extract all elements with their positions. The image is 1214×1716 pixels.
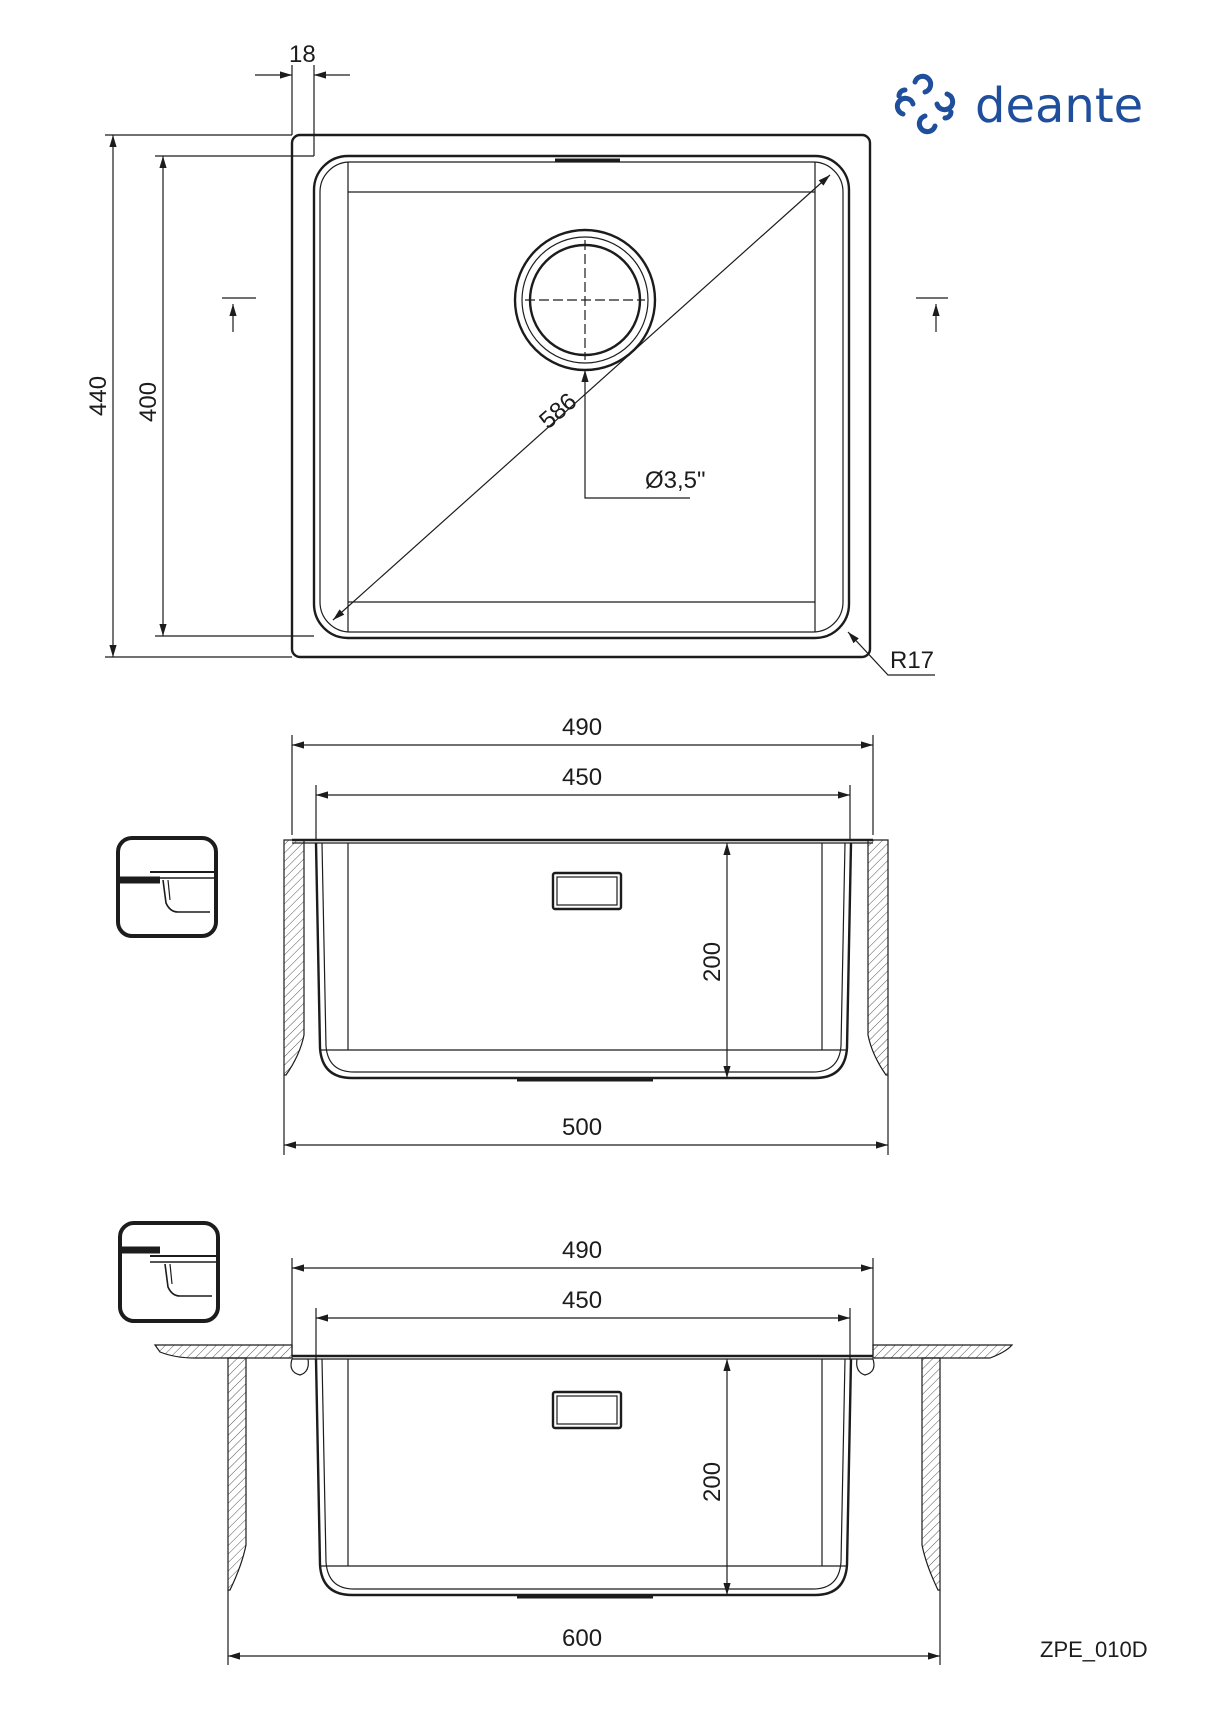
sink-outer-rim xyxy=(290,133,872,659)
flush-depth-label: 200 xyxy=(699,1462,726,1502)
undermount-depth-label: 200 xyxy=(699,942,726,982)
drain-hole xyxy=(513,228,657,372)
undermount-outer-width-label: 490 xyxy=(562,714,602,741)
cabinet-wall-left-flush xyxy=(227,1357,247,1591)
outer-depth-label: 440 xyxy=(85,376,112,416)
top-view: 586 Ø3,5" R17 18 440 400 xyxy=(85,41,948,676)
sink-bowl-inner xyxy=(319,161,844,633)
undermount-view: 490 450 200 500 xyxy=(116,714,889,1155)
undermount-sink-section xyxy=(292,838,873,1082)
countertop-right xyxy=(872,1344,1014,1359)
brand-logo: deante xyxy=(894,73,1143,135)
drain-diameter-label: Ø3,5" xyxy=(645,467,706,494)
flush-sink-section xyxy=(290,1354,875,1599)
cabinet-wall-right-flush xyxy=(921,1357,941,1591)
flush-inner-width-label: 450 xyxy=(562,1287,602,1314)
corner-radius-label: R17 xyxy=(890,647,934,674)
diagonal-label: 586 xyxy=(534,388,582,435)
undermount-inner-width-label: 450 xyxy=(562,764,602,791)
section-marker-left xyxy=(222,297,256,332)
section-marker-right xyxy=(916,297,948,332)
inner-depth-label: 400 xyxy=(135,382,162,422)
drawing-code: ZPE_010D xyxy=(1040,1637,1148,1662)
flush-outer-width-label: 490 xyxy=(562,1237,602,1264)
deante-logo-icon xyxy=(894,73,956,135)
undermount-install-icon xyxy=(116,836,218,938)
flush-install-icon xyxy=(118,1221,220,1323)
flush-cabinet-width-label: 600 xyxy=(562,1625,602,1652)
undermount-cabinet-width-label: 500 xyxy=(562,1114,602,1141)
flush-view: 490 450 200 xyxy=(118,1221,1014,1665)
sink-bowl-outline xyxy=(312,154,851,640)
cabinet-wall-right xyxy=(867,839,889,1076)
countertop-left xyxy=(153,1344,293,1359)
brand-name: deante xyxy=(975,78,1143,134)
diagonal-dimension-line xyxy=(332,174,831,621)
cabinet-wall-left xyxy=(283,839,305,1076)
rim-width-label: 18 xyxy=(289,41,316,68)
